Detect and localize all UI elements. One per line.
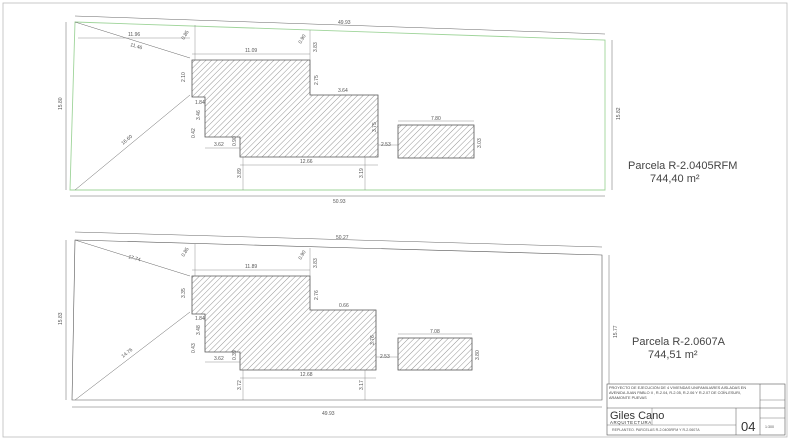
parcel-2-annex-footprint [397, 337, 473, 371]
parcel-1-dim-bottom-right: 3.19 [359, 168, 365, 178]
parcel-1-dim-step-e: 0.90 [232, 136, 238, 146]
title-block-project: PROYECTO DE EJECUCIÓN DE 4 VIVIENDAS UNI… [609, 386, 747, 400]
title-block: PROYECTO DE EJECUCIÓN DE 4 VIVIENDAS UNI… [606, 383, 786, 436]
parcel-1-dim-house-mid: 2.75 [314, 75, 320, 85]
title-block-logo-main: Giles Cano [610, 410, 664, 422]
parcel-2-dim-step-c: 0.43 [191, 343, 197, 353]
parcel-1-dim-annex-h: 3.03 [477, 138, 483, 148]
parcel-1-top-dim-line [74, 15, 606, 35]
parcel-1-dim-step-a: 1.84 [195, 100, 205, 106]
parcel-2-dim-top-small-c: 3.83 [313, 258, 319, 268]
parcel-2-dim-left: 15.83 [58, 312, 64, 325]
parcel-1-plan: 49.93 50.93 15.80 15.82 11.96 11.46 16.6… [58, 15, 737, 205]
parcel-1-diagonal-long [74, 94, 191, 191]
parcel-1-dim-top-small-a: 0.85 [181, 29, 191, 41]
parcel-1-boundary [69, 21, 606, 191]
parcel-1-dim-diag-top2: 11.46 [129, 42, 143, 51]
parcel-1-dim-step-c: 0.42 [191, 128, 197, 138]
title-block-logo-sub: ARQUITECTURA [610, 420, 652, 425]
parcel-1-dim-step-b: 3.46 [196, 110, 202, 120]
parcel-1-diagonal-top [74, 21, 191, 59]
parcel-2-diagonal-top [74, 239, 191, 277]
parcel-2-dim-gap-right: 2.53 [380, 354, 390, 360]
parcel-2-name: Parcela R-2.0607A [632, 336, 726, 348]
parcel-2-dim-house-mid: 2.76 [314, 290, 320, 300]
parcel-1-dim-right: 15.82 [616, 107, 622, 120]
parcel-1-dim-left: 15.80 [58, 97, 64, 110]
parcel-2-dim-bottom-right: 3.17 [359, 380, 365, 390]
parcel-2-area: 744,51 m² [648, 349, 698, 361]
parcel-2-dim-bottom: 49.93 [322, 411, 335, 417]
parcel-1-dim-house-left-step: 2.10 [181, 72, 187, 82]
parcel-1-dim-step-f: 12.66 [300, 159, 313, 165]
parcel-2-dim-house-left-step: 3.35 [181, 288, 187, 298]
parcel-1-dim-gap-right: 2.53 [381, 142, 391, 148]
parcel-2-dim-diag-top: 17.74 [127, 254, 141, 263]
parcel-1-dim-top-small-c: 3.83 [313, 42, 319, 52]
parcel-2-dim-step-b: 3.48 [196, 325, 202, 335]
parcel-1-annex-footprint [397, 124, 475, 159]
parcel-2-dim-bottom-left: 3.72 [237, 380, 243, 390]
parcel-2-dim-top-small-b: 0.90 [298, 249, 308, 261]
parcel-2-dim-right: 15.77 [613, 325, 619, 338]
parcel-1-house-footprint [191, 59, 379, 158]
parcel-2-dim-top: 50.27 [336, 235, 349, 241]
parcel-1-dim-top: 49.93 [338, 20, 351, 26]
parcel-1-dim-bottom-left: 3.89 [237, 168, 243, 178]
parcel-2-dim-house-mid-w: 0.66 [339, 303, 349, 309]
parcel-2-dim-top-small-a: 0.85 [181, 246, 191, 258]
title-block-scale: 1:300 [765, 425, 774, 429]
parcel-1-dim-house-right: 3.75 [372, 122, 378, 132]
parcel-1-dim-diag-top: 11.96 [128, 32, 140, 38]
parcel-2-dim-house-top: 11.89 [245, 264, 257, 270]
parcel-1-dim-annex-w: 7.80 [431, 116, 441, 122]
parcel-2-dim-annex-w: 7.08 [430, 329, 440, 335]
parcel-2-plan: 50.27 49.93 15.83 15.77 17.74 14.76 11.8… [58, 231, 726, 417]
parcel-1-dim-bottom: 50.93 [333, 199, 346, 205]
parcel-1-dim-house-mid-w: 3.64 [338, 88, 348, 94]
parcel-2-dim-house-right: 3.76 [370, 335, 376, 345]
title-block-plan: REPLANTEO. PARCELAS R-2.0405RFM Y R-2.06… [612, 428, 700, 432]
parcel-1-dim-diag-long: 16.60 [120, 134, 134, 147]
parcel-1-dim-top-small-b: 0.90 [298, 33, 308, 45]
parcel-2-dim-annex-h: 3.80 [475, 350, 481, 360]
parcel-1-dim-step-d: 3.62 [214, 142, 224, 148]
parcel-1-area: 744,40 m² [650, 173, 700, 185]
parcel-2-diagonal-long [74, 311, 191, 401]
sheet-border [2, 2, 788, 438]
parcel-2-dim-step-d: 3.62 [214, 356, 224, 362]
parcel-2-top-dim-line [74, 231, 603, 248]
parcel-2-boundary [71, 239, 603, 401]
title-block-project-wrap: PROYECTO DE EJECUCIÓN DE 4 VIVIENDAS UNI… [609, 386, 747, 400]
parcel-2-dim-step-f: 12.68 [300, 372, 313, 378]
parcel-2-dim-diag-long: 14.76 [121, 347, 135, 360]
parcel-1-dim-house-top: 11.09 [245, 48, 257, 54]
parcel-2-dim-step-e: 0.39 [232, 350, 238, 360]
title-block-sheet-no: 04 [741, 419, 755, 434]
title-block-frame [606, 383, 786, 436]
parcel-2-dim-step-a: 1.84 [195, 316, 205, 322]
parcel-2-house-footprint [191, 275, 377, 371]
parcel-1-name: Parcela R-2.0405RFM [628, 160, 737, 172]
